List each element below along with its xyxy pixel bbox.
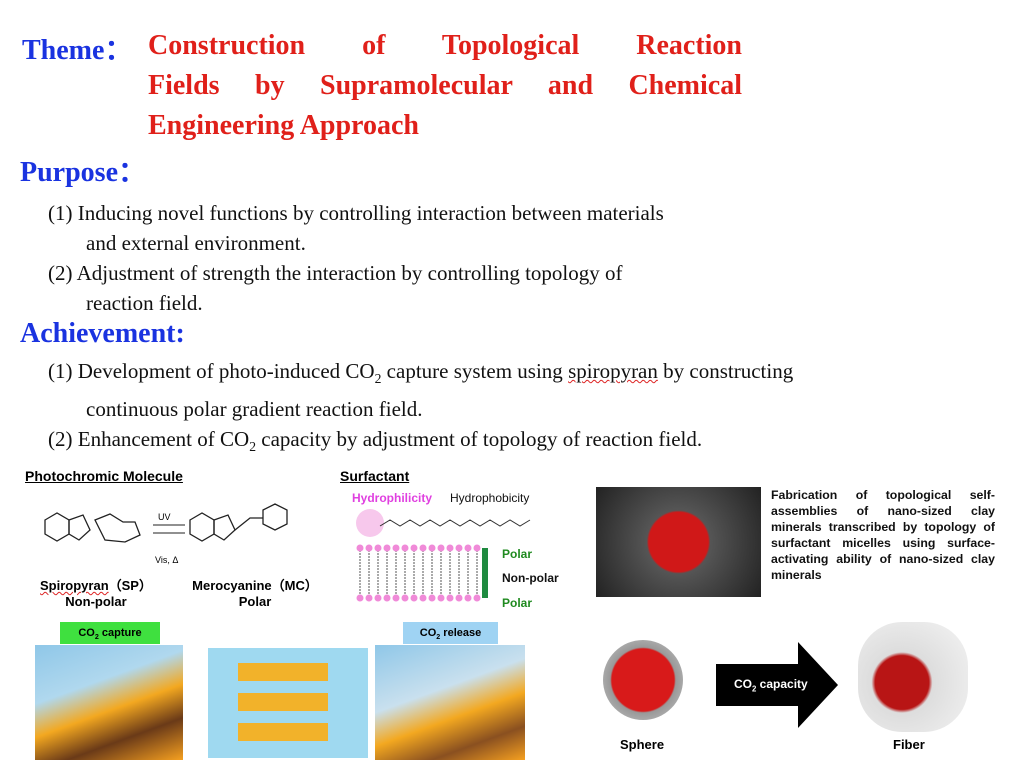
co2-capacity-label: CO2 capacity (734, 677, 808, 694)
fiber-label: Fiber (893, 737, 925, 752)
purpose-list: (1) Inducing novel functions by controll… (48, 201, 664, 315)
co2-release-label: CO2 release (403, 622, 498, 644)
photochromic-heading: Photochromic Molecule (25, 468, 183, 484)
theme-heading: Theme： (22, 35, 133, 66)
hydrophobicity-label: Hydrophobicity (450, 491, 530, 505)
nonpolar-label: Non-polar (502, 571, 559, 585)
clay-description: Fabrication of topological self-assembli… (771, 488, 995, 582)
surfactant-heading: Surfactant (340, 468, 410, 484)
merocyanine-label: Merocyanine（MC）Polar (192, 578, 318, 609)
co2-release-image (375, 645, 525, 760)
achievement-list: (1) Development of photo-induced CO2 cap… (48, 359, 794, 455)
sphere-label: Sphere (620, 737, 665, 752)
hydrophilicity-label: Hydrophilicity (352, 491, 433, 505)
surfactant-bilayer-diagram (356, 509, 531, 602)
spiropyran-merocyanine-structures (44, 503, 288, 543)
layered-clay-image (208, 648, 368, 758)
uv-label: UV (158, 512, 171, 522)
spiropyran-label: Spiropyran（SP）Non-polar (40, 578, 152, 609)
clay-micelle-photo (596, 487, 761, 597)
purpose-heading: Purpose： (20, 157, 147, 188)
co2-capture-label: CO2 capture (60, 622, 160, 644)
polarity-gradient-arrow (482, 548, 488, 598)
polar-top-label: Polar (502, 547, 533, 561)
polar-bottom-label: Polar (502, 596, 533, 610)
achievement-heading: Achievement: (20, 318, 185, 349)
sphere-image (603, 640, 683, 720)
co2-capture-image (35, 645, 183, 760)
fiber-image (858, 622, 968, 732)
vis-label: Vis, Δ (155, 555, 179, 565)
co2-capacity-arrow (716, 642, 838, 728)
